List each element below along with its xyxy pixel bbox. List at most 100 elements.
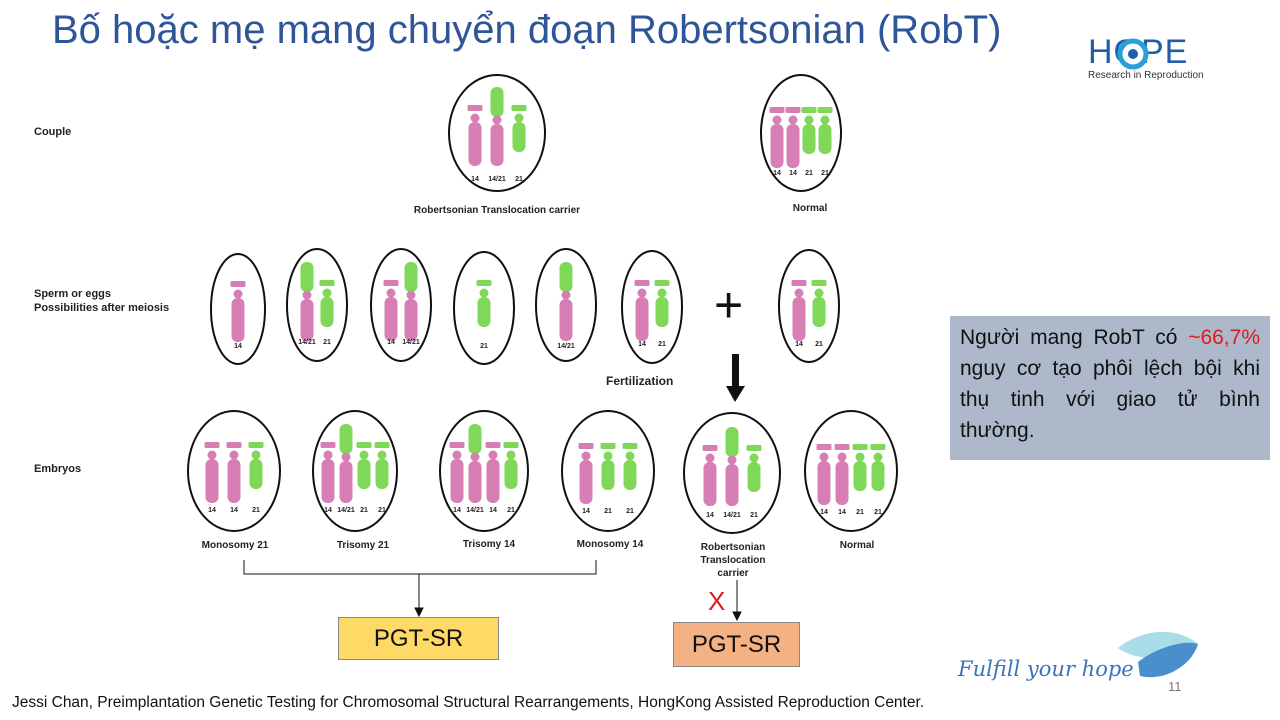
gamete-oval <box>210 253 266 365</box>
chromosome-label: 14 <box>234 343 242 350</box>
chromosome-14 <box>449 442 465 503</box>
chromosome-14 <box>467 105 483 166</box>
fertilization-arrow-shaft <box>732 354 739 388</box>
page-number: 11 <box>1168 679 1182 694</box>
chromosome-14-21 <box>339 424 353 503</box>
gamete-oval <box>370 248 432 362</box>
gamete-oval <box>286 248 348 362</box>
chromosome-label: 14 <box>324 507 332 514</box>
chromosome-label: 14/21 <box>402 339 420 346</box>
note-line1: Người mang RobT có <box>960 326 1178 349</box>
chromosome-14-21 <box>559 262 573 341</box>
chromosome-label: 14 <box>638 341 646 348</box>
chromosome-14 <box>226 442 242 503</box>
chromosome-21 <box>622 443 638 490</box>
gamete-oval <box>453 251 515 365</box>
plus-sign: + <box>714 277 744 333</box>
chromosome-14-21 <box>404 262 418 341</box>
embryo-oval <box>439 410 529 532</box>
chromosome-label: 14 <box>820 509 828 516</box>
embryo-oval <box>683 412 781 534</box>
chromosome-label: 14 <box>706 512 714 519</box>
embryo-oval <box>804 410 898 532</box>
embryo-caption: Monosomy 21 <box>201 540 269 551</box>
chromosome-21 <box>801 107 817 154</box>
risk-note-box: Người mang RobT có ~66,7% nguy cơ tạo ph… <box>950 316 1270 460</box>
chromosome-14 <box>785 107 801 168</box>
pgt-sr-box-carrier: PGT-SR <box>673 622 800 667</box>
row-label-sperm: Sperm or eggs <box>34 288 112 300</box>
logo-subtitle: Research in Reproduction <box>1088 70 1204 81</box>
embryo-oval <box>561 410 655 532</box>
row-label-couple: Couple <box>34 126 72 138</box>
chromosome-14 <box>383 280 399 341</box>
chromosome-label: 14 <box>838 509 846 516</box>
note-rest: nguy cơ tạo phôi lệch bội khi thụ tinh v… <box>960 357 1260 442</box>
chromosome-label: 14 <box>208 507 216 514</box>
embryo-oval <box>312 410 398 532</box>
chromosome-21 <box>654 280 670 327</box>
chromosome-label: 21 <box>323 339 331 346</box>
gamete-oval <box>621 250 683 364</box>
chromosome-label: 14/21 <box>488 176 506 183</box>
x-mark: X <box>708 586 726 616</box>
couple-normal-oval <box>760 74 842 192</box>
chromosome-21 <box>746 445 762 492</box>
couple-carrier-oval <box>448 74 546 192</box>
carrier-arrowhead <box>732 611 742 622</box>
row-label-sperm-sub: Possibilities after meiosis <box>34 302 170 314</box>
chromosome-label: 14 <box>773 170 781 177</box>
caption-line: carrier <box>717 568 749 579</box>
chromosome-21 <box>870 444 886 491</box>
note-highlight: ~66,7% <box>1188 326 1260 349</box>
chromosome-14-21 <box>725 427 739 506</box>
chromosome-14 <box>485 442 501 503</box>
chromosome-21 <box>476 280 492 327</box>
chromosome-21 <box>356 442 372 489</box>
chromosome-label: 21 <box>658 341 666 348</box>
chromosome-label: 21 <box>378 507 386 514</box>
chromosome-14 <box>702 445 718 506</box>
citation: Jessi Chan, Preimplantation Genetic Test… <box>12 694 925 711</box>
chromosome-label: 14 <box>387 339 395 346</box>
chromosome-label: 14/21 <box>466 507 484 514</box>
chromosome-label: 21 <box>856 509 864 516</box>
chromosome-14 <box>578 443 594 504</box>
chromosome-14-21 <box>300 262 314 341</box>
chromosome-label: 14 <box>489 507 497 514</box>
chromosome-label: 14/21 <box>298 339 316 346</box>
chromosome-14 <box>204 442 220 503</box>
chromosome-21 <box>600 443 616 490</box>
chromosome-14 <box>230 281 246 342</box>
chromosome-14 <box>769 107 785 168</box>
chromosome-21 <box>511 105 527 152</box>
embryo-caption: Normal <box>839 540 875 551</box>
chromosome-21 <box>811 280 827 327</box>
chromosome-21 <box>319 280 335 327</box>
embryo-caption-carrier: Robertsonian Translocation carrier <box>700 541 765 580</box>
embryo-caption: Trisomy 14 <box>462 539 516 550</box>
chromosome-label: 14 <box>795 341 803 348</box>
chromosome-label: 14 <box>582 508 590 515</box>
embryo-caption: Trisomy 21 <box>336 540 390 551</box>
chromosome-21 <box>817 107 833 154</box>
chromosome-14 <box>816 444 832 505</box>
chromosome-21 <box>374 442 390 489</box>
chromosome-label: 14/21 <box>723 512 741 519</box>
chromosome-label: 21 <box>507 507 515 514</box>
embryo-bracket <box>243 560 597 612</box>
embryo-oval <box>187 410 281 532</box>
caption-line: Robertsonian <box>700 542 766 553</box>
chromosome-14 <box>834 444 850 505</box>
carrier-caption: Robertsonian Translocation carrier <box>413 205 581 216</box>
chromosome-label: 21 <box>815 341 823 348</box>
chromosome-label: 14/21 <box>337 507 355 514</box>
chromosome-label: 21 <box>360 507 368 514</box>
chromosome-label: 14 <box>453 507 461 514</box>
embryo-caption: Monosomy 14 <box>576 539 644 550</box>
chromosome-label: 14 <box>471 176 479 183</box>
chromosome-14 <box>320 442 336 503</box>
slogan: Fulfill your hope <box>958 657 1134 681</box>
chromosome-14 <box>791 280 807 341</box>
